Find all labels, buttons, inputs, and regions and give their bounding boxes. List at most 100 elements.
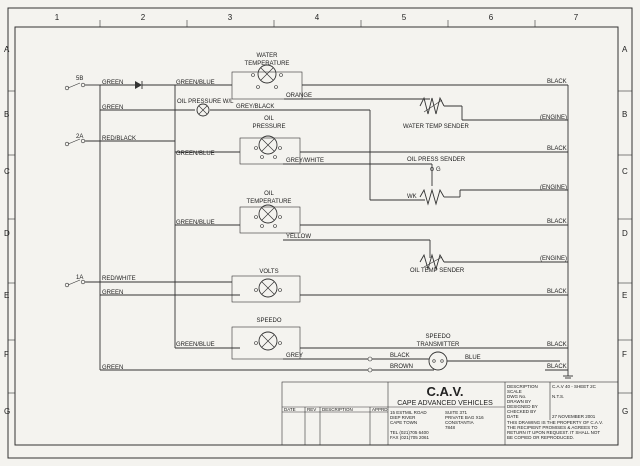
right-engine-2: (ENGINE) <box>540 185 567 191</box>
terminal-g-label: G <box>436 167 441 173</box>
oil-temp-sender: OIL TEMP SENDER <box>410 253 545 274</box>
wire-grey: GREY <box>286 353 303 359</box>
tel: TEL (021)705 6400 <box>390 430 429 435</box>
date-value: 27 NOVEMBER 2001 <box>552 414 596 419</box>
right-engine-3: (ENGINE) <box>540 256 567 262</box>
notice-4: BE COPIED OR REPRODUCED. <box>507 435 574 440</box>
scale-value: N.T.S. <box>552 394 564 399</box>
address-3: CAPE TOWN <box>390 420 417 425</box>
speedo-transmitter-title-2: TRANSMITTER <box>417 342 460 348</box>
wire-black-speedo: BLACK <box>390 353 410 359</box>
oil-temp-sender-label: OIL TEMP SENDER <box>410 268 465 274</box>
wire-greywhite: GREY/WHITE <box>286 158 324 164</box>
wire-green-1: GREEN <box>102 80 123 86</box>
wire-green-4: GREEN <box>102 365 123 371</box>
col-approved: APPRD <box>372 407 388 412</box>
row-label-d-right: D <box>622 229 628 238</box>
volts-gauge: VOLTS <box>231 269 301 303</box>
notice-3: RETURN IT UPON REQUEST. IT SHALL NOT <box>507 430 600 435</box>
fuse-switches: 5B 2A 1A <box>64 76 86 288</box>
oil-press-sender-label: OIL PRESS SENDER <box>407 157 466 163</box>
supply-wire-labels: GREEN GREEN/BLUE GREEN RED/BLACK GREEN/B… <box>102 80 215 371</box>
wire-blue: BLUE <box>465 355 481 361</box>
fax: FAX (021)705 2061 <box>390 435 430 440</box>
terminal-wk-label: WK <box>407 194 417 200</box>
address-2: DIEP RIVER <box>390 415 416 420</box>
col-label-1: 1 <box>55 13 60 22</box>
wire-redblack: RED/BLACK <box>102 136 136 142</box>
company-name: CAPE ADVANCED VEHICLES <box>397 400 493 407</box>
wire-orange: ORANGE <box>286 93 312 99</box>
column-grid: 1 2 3 4 5 6 7 <box>55 13 579 27</box>
right-black-6: BLACK <box>547 364 567 370</box>
oil-pressure-gauge: OIL PRESSURE <box>239 116 301 165</box>
col-date: DATE <box>284 407 296 412</box>
volts-title: VOLTS <box>259 269 278 275</box>
oil-press-sender: OIL PRESS SENDER G WK <box>407 157 545 206</box>
oil-temp-title-2: TEMPERATURE <box>247 199 292 205</box>
wire-green-2: GREEN <box>102 105 123 111</box>
row-grid: A B C D E F G A B C D E F G <box>4 45 632 416</box>
row-label-g-right: G <box>622 407 628 416</box>
row-label-a-right: A <box>622 45 628 54</box>
fuse-1a-label: 1A <box>76 275 83 281</box>
notice-1: THIS DRAWING IS THE PROPERTY OF C.A.V. <box>507 420 603 425</box>
sheet-ref: C.A.V 40 - SHEET 2C <box>552 384 597 389</box>
col-label-2: 2 <box>141 13 146 22</box>
wire-greenblue-3: GREEN/BLUE <box>176 220 215 226</box>
row-label-d: D <box>4 229 10 238</box>
wire-redwhite: RED/WHITE <box>102 276 136 282</box>
wire-greenblue-4: GREEN/BLUE <box>176 342 215 348</box>
address-1: 15 ESTMIL ROAD <box>390 410 427 415</box>
right-side-wire-labels: BLACK (ENGINE) BLACK (ENGINE) BLACK (ENG… <box>540 79 573 379</box>
fuse-2a-label: 2A <box>76 134 83 140</box>
supply-wiring <box>85 81 368 371</box>
row-label-c-right: C <box>622 167 628 176</box>
postal-3: CONSTANTIA <box>445 420 474 425</box>
postal-4: 7848 <box>445 425 456 430</box>
right-black-3: BLACK <box>547 219 567 225</box>
water-temp-sender-label: WATER TEMP SENDER <box>403 124 469 130</box>
col-label-3: 3 <box>228 13 233 22</box>
wire-green-3: GREEN <box>102 290 123 296</box>
water-temperature-gauge: WATER TEMPERATURE <box>231 53 303 100</box>
row-label-f-right: F <box>622 350 627 359</box>
wire-brown: BROWN <box>390 364 413 370</box>
title-block: C.A.V. CAPE ADVANCED VEHICLES DATE REV D… <box>281 381 619 446</box>
row-label-e-right: E <box>622 291 627 300</box>
field-dwg-no: DWG No. <box>507 394 526 399</box>
water-temp-title-2: TEMPERATURE <box>245 61 290 67</box>
field-scale: SCALE <box>507 389 522 394</box>
postal-2: PRIVATE BAG X16 <box>445 415 484 420</box>
row-label-a: A <box>4 45 10 54</box>
row-label-b: B <box>4 110 9 119</box>
col-label-5: 5 <box>402 13 407 22</box>
right-black-4: BLACK <box>547 289 567 295</box>
oil-temperature-gauge: OIL TEMPERATURE <box>239 191 301 234</box>
col-label-7: 7 <box>574 13 579 22</box>
field-date: DATE <box>507 414 519 419</box>
postal-1: SUITE 371 <box>445 410 468 415</box>
oil-pressure-title-2: PRESSURE <box>252 124 285 130</box>
diode-symbol <box>135 81 142 89</box>
oil-pressure-wl-label: OIL PRESSURE W/L <box>177 99 234 105</box>
row-label-f: F <box>4 350 9 359</box>
row-label-e: E <box>4 291 9 300</box>
oil-pressure-warning-light: OIL PRESSURE W/L GREY/BLACK <box>177 99 425 201</box>
outer-border <box>7 7 633 459</box>
speedo-gauge: SPEEDO <box>231 318 301 360</box>
col-rev: REV <box>307 407 316 412</box>
wire-greyblack: GREY/BLACK <box>236 104 274 110</box>
oil-temp-title-1: OIL <box>264 191 274 197</box>
right-engine-1: (ENGINE) <box>540 115 567 121</box>
field-checked-by: CHECKED BY <box>507 409 536 414</box>
col-label-6: 6 <box>489 13 494 22</box>
field-description: DESCRIPTION <box>507 384 538 389</box>
water-temp-sender: WATER TEMP SENDER <box>403 96 545 130</box>
speedo-transmitter: SPEEDO TRANSMITTER BLACK BROWN BLUE <box>367 334 560 373</box>
water-temp-title-1: WATER <box>257 53 279 59</box>
oil-pressure-title-1: OIL <box>264 116 274 122</box>
row-label-c: C <box>4 167 10 176</box>
